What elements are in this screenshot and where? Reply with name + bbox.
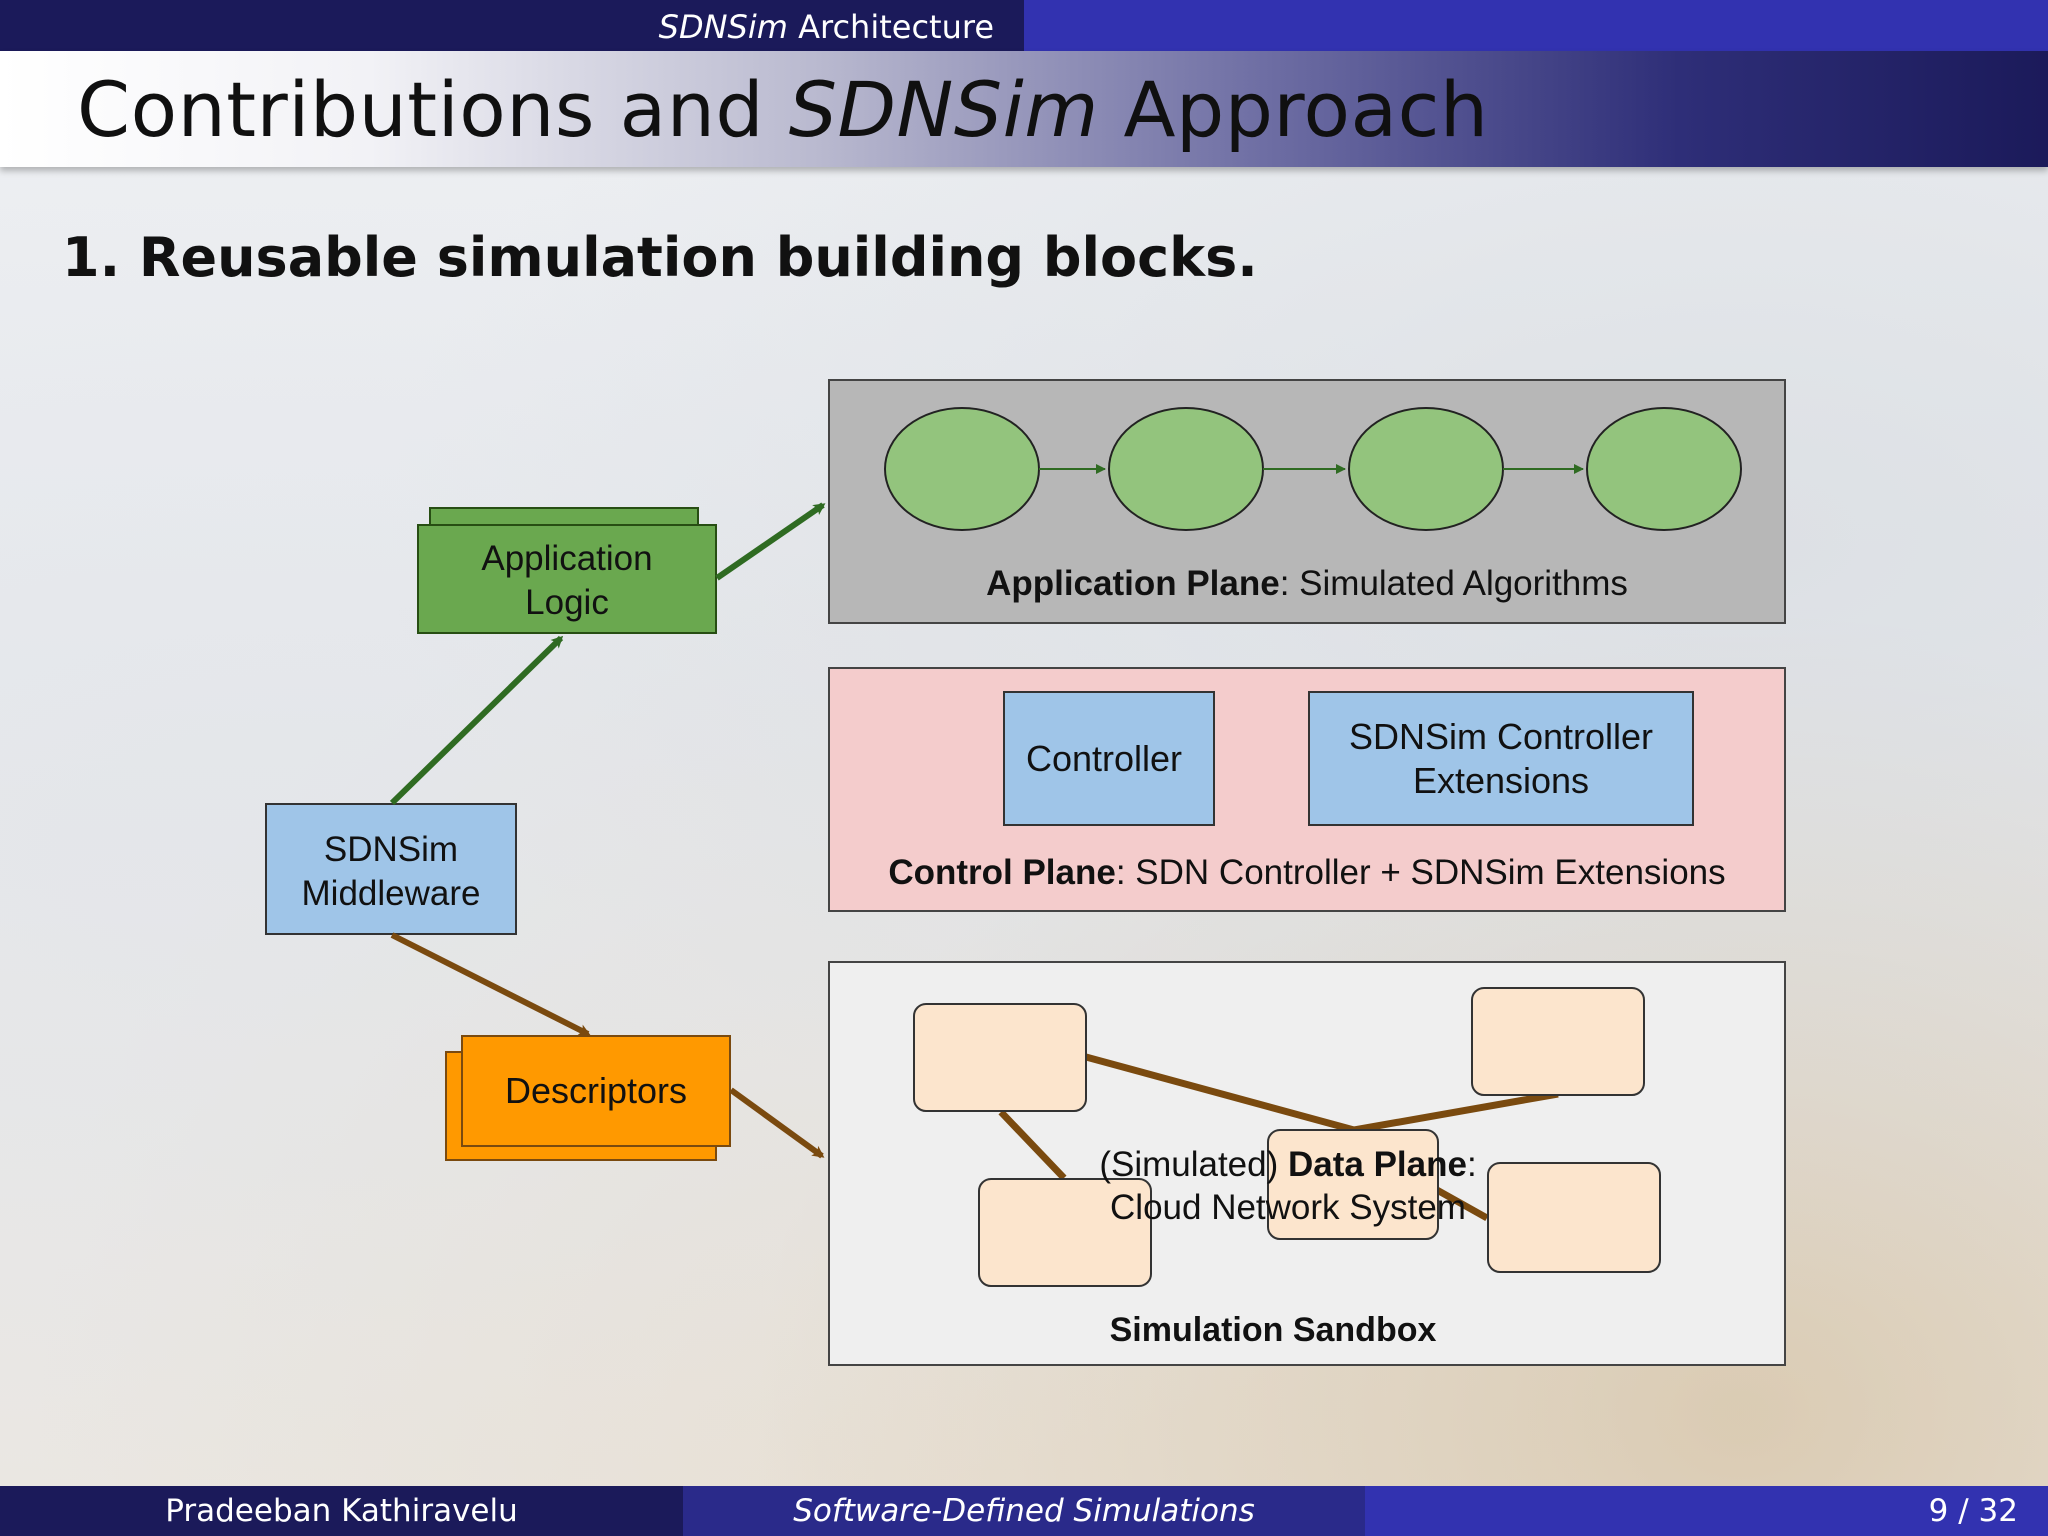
algorithm-node-3 — [1348, 407, 1504, 531]
algorithm-node-4 — [1586, 407, 1742, 531]
frame-title-prefix: Contributions and — [77, 65, 789, 154]
item-number: 1. — [62, 226, 121, 289]
application-logic-block: Application Logic — [417, 507, 717, 634]
algorithm-node-1 — [884, 407, 1040, 531]
descriptors-block: Descriptors — [445, 1035, 731, 1161]
frame-title: Contributions and SDNSim Approach — [77, 65, 1489, 154]
footer-talk-title: Software-Defined Simulations — [683, 1486, 1365, 1536]
middleware-block: SDNSim Middleware — [265, 803, 517, 935]
arrow-descriptors-to-sandbox — [729, 1087, 825, 1159]
application-plane-label: Application Plane: Simulated Algorithms — [986, 564, 1628, 603]
application-plane: Application Plane: Simulated Algorithms — [828, 379, 1786, 624]
controller-extensions-label-line1: SDNSim Controller — [1349, 716, 1653, 757]
sandbox-label: Simulation Sandbox — [1110, 1311, 1437, 1349]
controller-label: Controller — [1026, 738, 1182, 779]
data-link-3 — [998, 1109, 1067, 1181]
arrow-middleware-to-application-logic — [389, 635, 564, 806]
section-title-rest: Architecture — [787, 8, 994, 46]
controller-extensions-label-line2: Extensions — [1413, 760, 1589, 801]
arrow-application-logic-to-application-plane — [715, 502, 826, 581]
data-node-top-right — [1471, 987, 1645, 1096]
algorithm-node-2 — [1108, 407, 1264, 531]
application-logic-box — [417, 524, 717, 634]
arrow-middleware-to-descriptors — [390, 932, 591, 1037]
data-node-center — [1267, 1129, 1439, 1240]
application-logic-label-line2: Logic — [525, 583, 609, 622]
controller-extensions-box — [1308, 691, 1694, 826]
data-link-2 — [1353, 1090, 1559, 1134]
top-bar-right — [1024, 0, 2048, 51]
item-text: Reusable simulation building blocks. — [138, 226, 1258, 289]
control-plane: Controller SDNSim Controller Extensions … — [828, 667, 1786, 912]
data-node-bottom-right — [1487, 1162, 1661, 1273]
frame-title-suffix: Approach — [1098, 65, 1489, 154]
footer-author: Pradeeban Kathiravelu — [0, 1486, 683, 1536]
enumerated-item: 1. Reusable simulation building blocks. — [62, 226, 1258, 289]
section-title-italic: SDNSim — [658, 8, 788, 46]
descriptors-label: Descriptors — [505, 1070, 687, 1111]
data-node-bottom-left — [978, 1178, 1152, 1287]
simulation-sandbox: (Simulated) Data Plane: Cloud Network Sy… — [828, 961, 1786, 1366]
footer-page-number-text: 9 / 32 — [1928, 1493, 2018, 1529]
footer-page-number: 9 / 32 — [1365, 1486, 2048, 1536]
controller-box — [1003, 691, 1215, 826]
control-plane-label: Control Plane: SDN Controller + SDNSim E… — [888, 853, 1725, 892]
middleware-label-line2: Middleware — [302, 874, 481, 913]
data-node-top-left — [913, 1003, 1087, 1112]
data-plane-label-line1: (Simulated) Data Plane: — [1099, 1145, 1476, 1184]
section-title[interactable]: SDNSim Architecture — [659, 8, 994, 46]
footer-bar: Pradeeban Kathiravelu Software-Defined S… — [0, 1486, 2048, 1536]
frame-title-bar: Contributions and SDNSim Approach — [0, 51, 2048, 167]
frame-title-italic: SDNSim — [788, 65, 1099, 154]
descriptors-box — [461, 1035, 731, 1147]
data-link-1 — [1085, 1053, 1355, 1134]
middleware-box — [265, 803, 517, 935]
footer-talk-title-text: Software-Defined Simulations — [793, 1493, 1255, 1529]
top-bar-left: SDNSim Architecture — [0, 0, 1024, 51]
data-link-4 — [1435, 1186, 1489, 1222]
top-navigation-bar: SDNSim Architecture — [0, 0, 2048, 51]
footer-author-text: Pradeeban Kathiravelu — [165, 1493, 518, 1529]
data-plane-label-line2: Cloud Network System — [1110, 1188, 1466, 1227]
middleware-label-line1: SDNSim — [324, 830, 458, 869]
application-logic-label-line1: Application — [481, 539, 652, 578]
